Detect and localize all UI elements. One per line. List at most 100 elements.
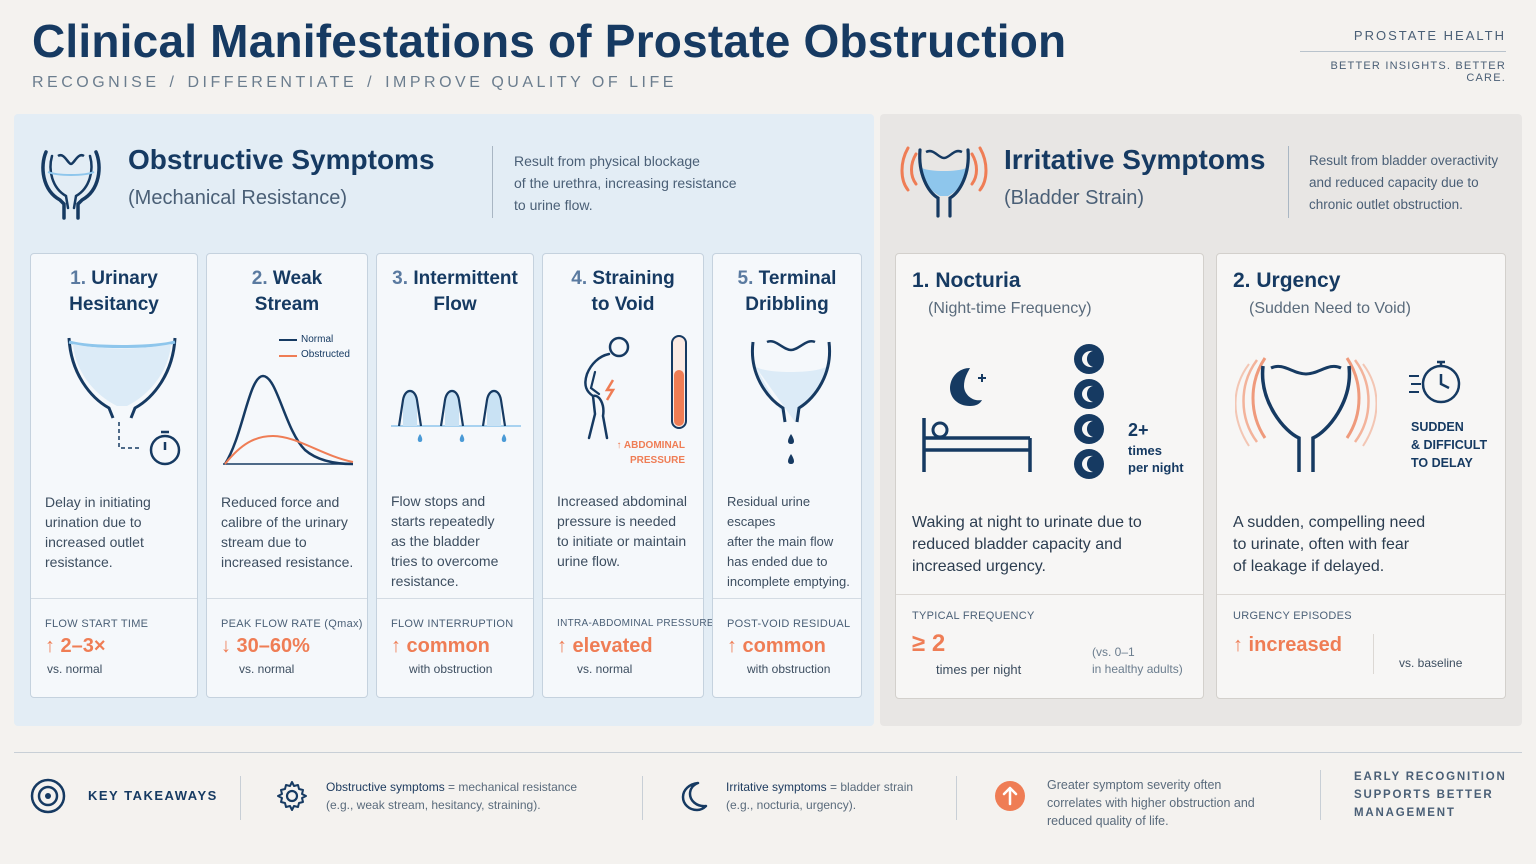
card-divider — [207, 598, 367, 599]
metric-value: ↑ elevated — [557, 635, 653, 657]
metric-value: ↓ 30–60% — [221, 635, 310, 657]
metric-note: with obstruction — [409, 662, 493, 676]
desc-line: Result from physical blockage — [514, 153, 700, 169]
takeaway-rest: = mechanical resistance — [444, 780, 578, 794]
metric-value: ↑ increased — [1233, 634, 1342, 656]
desc-line: after the main flow — [727, 534, 834, 549]
desc-line: starts repeatedly — [391, 513, 495, 529]
bed-moon-icon — [922, 368, 1032, 472]
desc-line: Reduced force and — [221, 494, 340, 510]
card-number: 1. — [912, 269, 930, 292]
legend-obstructed: Obstructed — [301, 349, 350, 360]
card-nocturia: 1. Nocturia (Night-time Frequency) 2+ ti… — [895, 253, 1204, 699]
metric-note: with obstruction — [747, 662, 831, 676]
takeaway-bold: Irritative symptoms — [726, 780, 827, 794]
card-description: A sudden, compelling need to urinate, of… — [1233, 512, 1425, 578]
takeaway-obstructive: Obstructive symptoms = mechanical resist… — [326, 778, 577, 814]
dribbling-bladder-icon — [750, 339, 832, 464]
legend-normal: Normal — [301, 334, 334, 345]
card-title-line2: Dribbling — [745, 294, 829, 315]
sudden-label-line: SUDDEN — [1411, 420, 1464, 434]
sudden-difficult-label: SUDDEN & DIFFICULT TO DELAY — [1411, 418, 1487, 472]
metric-label: INTRA-ABDOMINAL PRESSURE — [557, 618, 714, 629]
metric-label: PEAK FLOW RATE (Qmax) — [221, 618, 363, 630]
subtitle-recognise: RECOGNISE — [32, 74, 160, 91]
desc-line: incomplete emptying. — [727, 574, 850, 589]
target-icon — [30, 778, 66, 814]
early-line: MANAGEMENT — [1354, 807, 1456, 819]
metric-label: FLOW INTERRUPTION — [391, 618, 514, 630]
desc-line: resistance. — [391, 573, 459, 589]
desc-line: increased urgency. — [912, 558, 1046, 575]
gear-icon — [277, 781, 307, 811]
brand-block: PROSTATE HEALTH BETTER INSIGHTS. BETTER … — [1300, 28, 1506, 84]
metric-note: times per night — [936, 662, 1022, 677]
card-title-line2: Hesitancy — [69, 294, 159, 315]
flow-curve-chart — [223, 374, 354, 466]
metric-divider — [1373, 634, 1374, 674]
footer-separator — [1320, 770, 1321, 820]
footer-separator — [956, 776, 957, 820]
desc-line: urine flow. — [557, 553, 621, 569]
pressure-label: ↑ ABDOMINAL PRESSURE — [616, 438, 685, 468]
irritated-bladder-icon — [900, 146, 988, 218]
early-recognition-note: EARLY RECOGNITION SUPPORTS BETTER MANAGE… — [1354, 768, 1507, 822]
flow-legend — [279, 339, 297, 357]
card-description: Residual urine escapes after the main fl… — [727, 492, 853, 592]
card-number: 2. — [1233, 269, 1251, 292]
desc-line: Result from bladder overactivity — [1309, 153, 1499, 168]
card-number: 1. — [70, 268, 87, 289]
page-subtitle: RECOGNISE/DIFFERENTIATE/IMPROVE QUALITY … — [32, 74, 677, 92]
metric-value: ≥ 2 — [912, 630, 946, 657]
irritative-subtitle: (Bladder Strain) — [1004, 187, 1145, 209]
card-subtitle: (Sudden Need to Void) — [1249, 300, 1411, 317]
pressure-label-line: PRESSURE — [629, 455, 685, 466]
card-title: 1. Nocturia — [912, 269, 1021, 293]
desc-line: to urinate, often with fear — [1233, 536, 1410, 553]
desc-line: has ended due to — [727, 554, 828, 569]
desc-line: of the urethra, increasing resistance — [514, 175, 737, 191]
takeaway-severity: Greater symptom severity often correlate… — [1047, 776, 1255, 830]
takeaway-line: (e.g., weak stream, hesitancy, straining… — [326, 798, 541, 812]
card-description: Increased abdominal pressure is needed t… — [557, 491, 695, 571]
card-title-line1: Weak — [272, 268, 323, 289]
moon-icon — [681, 781, 708, 812]
hesitancy-bladder-icon — [67, 337, 181, 466]
brand-title: PROSTATE HEALTH — [1300, 28, 1506, 52]
intermittent-flow-icon — [391, 389, 521, 442]
comparison-line: in healthy adults) — [1092, 662, 1183, 676]
metric-note: vs. normal — [239, 662, 295, 676]
card-divider — [543, 598, 703, 599]
footer-divider — [14, 752, 1522, 753]
times-word: times — [1128, 443, 1162, 458]
desc-line: stream due to — [221, 534, 307, 550]
card-description: Flow stops and starts repeatedly as the … — [391, 491, 525, 591]
brand-tagline: BETTER INSIGHTS. BETTER CARE. — [1330, 60, 1506, 84]
desc-line: urination due to — [45, 514, 142, 530]
metric-value: ↑ 2–3× — [45, 635, 106, 657]
early-line: SUPPORTS BETTER — [1354, 789, 1494, 801]
card-number: 4. — [571, 268, 588, 289]
healthy-comparison: (vs. 0–1 in healthy adults) — [1092, 644, 1183, 678]
takeaway-line: correlates with higher obstruction and — [1047, 796, 1255, 810]
metric-label: URGENCY EPISODES — [1233, 610, 1352, 622]
desc-line: resistance. — [45, 554, 113, 570]
pressure-label-line: ↑ ABDOMINAL — [616, 440, 685, 451]
metric-label: TYPICAL FREQUENCY — [912, 610, 1035, 622]
card-title-line1: Urinary — [91, 268, 158, 289]
moon-stack-icon — [1074, 344, 1104, 479]
card-title-text: Nocturia — [935, 269, 1021, 292]
card-title-line2: Flow — [433, 294, 477, 315]
card-description: Delay in initiating urination due to inc… — [45, 492, 189, 572]
footer-separator — [240, 776, 241, 820]
section-divider — [1288, 146, 1289, 218]
metric-note: vs. baseline — [1399, 656, 1463, 670]
